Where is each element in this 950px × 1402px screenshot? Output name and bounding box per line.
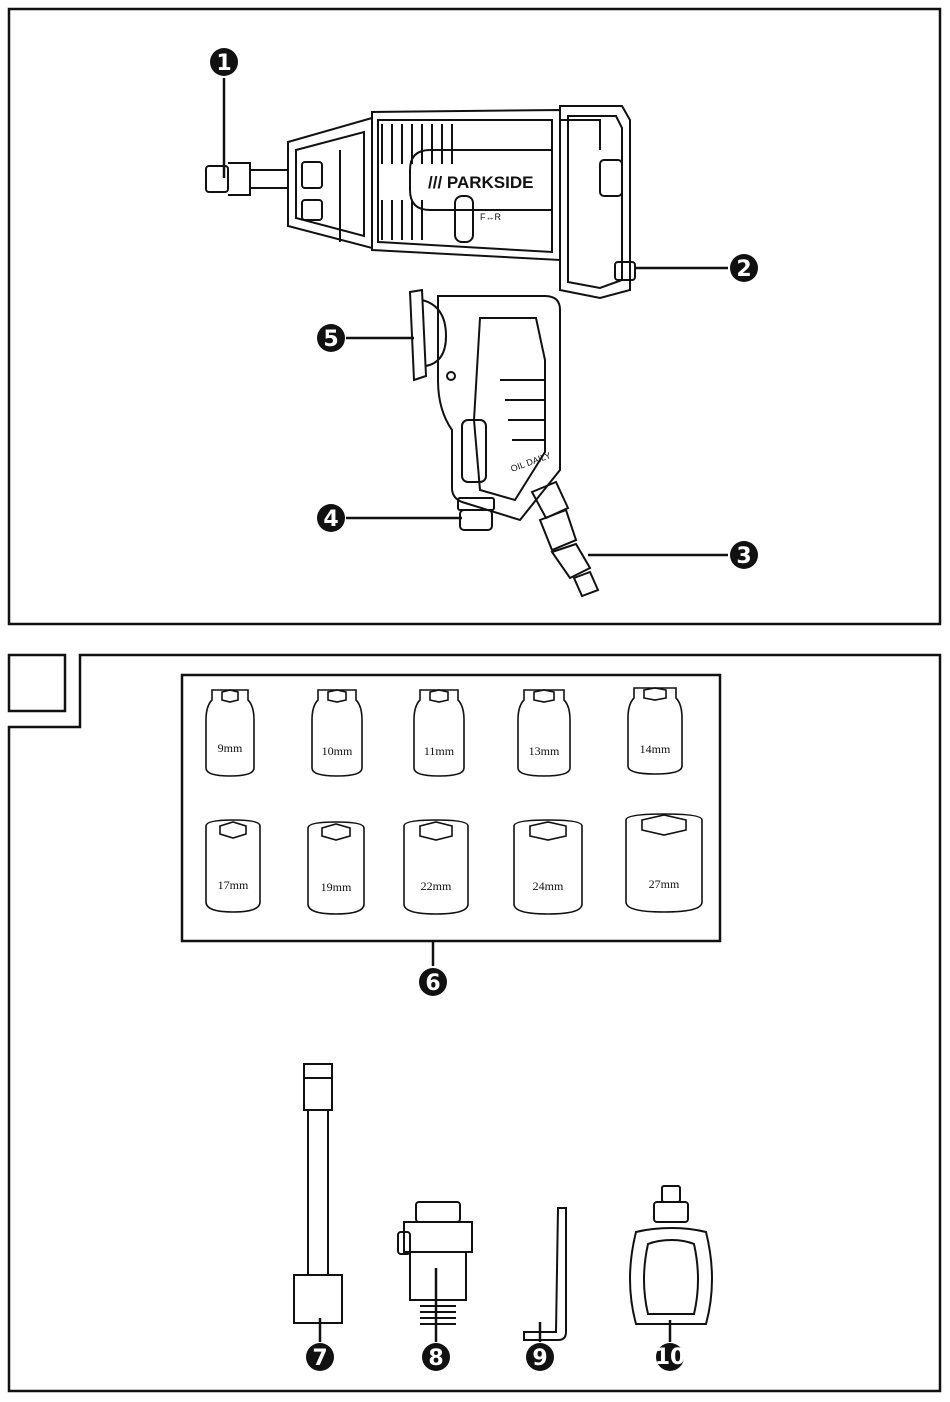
- socket-icon: [308, 822, 364, 914]
- svg-text:5: 5: [323, 327, 338, 352]
- svg-text:4: 4: [323, 507, 338, 532]
- socket-icon: [206, 820, 260, 912]
- socket-label-10: 10mm: [322, 744, 353, 758]
- socket-icon: [206, 690, 254, 776]
- svg-text:1: 1: [216, 51, 231, 76]
- socket-icon: [518, 690, 570, 776]
- socket-icon: [514, 820, 582, 914]
- socket-labels-row2: 17mm 19mm 22mm 24mm 27mm: [218, 877, 680, 894]
- socket-labels-row1: 9mm 10mm 11mm 13mm 14mm: [218, 741, 671, 758]
- leader-lines-bottom: [320, 941, 670, 1342]
- hex-key-icon: [524, 1208, 566, 1340]
- callout-8: 8: [422, 1343, 450, 1371]
- callout-7: 7: [306, 1343, 334, 1371]
- extension-bar-icon: [294, 1064, 342, 1323]
- callout-5: 5: [317, 324, 345, 352]
- socket-box: [182, 675, 720, 941]
- svg-text:8: 8: [428, 1346, 443, 1371]
- socket-icon: [628, 688, 682, 774]
- panel-top: [9, 9, 940, 624]
- svg-text:6: 6: [425, 971, 440, 996]
- direction-label: F↔R: [480, 212, 501, 222]
- callout-6: 6: [419, 968, 447, 996]
- impact-wrench-icon: [206, 106, 635, 596]
- socket-label-22: 22mm: [421, 879, 452, 893]
- oil-label: OIL DAILY: [509, 450, 552, 474]
- svg-text:9: 9: [532, 1346, 547, 1371]
- callout-9: 9: [526, 1343, 554, 1371]
- universal-joint-icon: [630, 1186, 712, 1324]
- socket-label-11: 11mm: [424, 744, 455, 758]
- callout-2: 2: [730, 254, 758, 282]
- socket-label-27: 27mm: [649, 877, 680, 891]
- callout-1: 1: [210, 48, 238, 76]
- svg-text:7: 7: [312, 1346, 327, 1371]
- socket-label-13: 13mm: [529, 744, 560, 758]
- socket-icon: [414, 690, 464, 776]
- svg-text:2: 2: [736, 257, 751, 282]
- socket-label-14: 14mm: [640, 742, 671, 756]
- svg-text:3: 3: [736, 544, 751, 569]
- svg-text:10: 10: [655, 1345, 686, 1370]
- panel-bottom: [9, 655, 940, 1391]
- socket-icon: [312, 690, 362, 776]
- brand-label: /// PARKSIDE: [428, 173, 533, 192]
- socket-icon: [626, 814, 702, 912]
- callout-10: 10: [655, 1343, 686, 1371]
- callout-4: 4: [317, 504, 345, 532]
- socket-label-17: 17mm: [218, 878, 249, 892]
- socket-label-24: 24mm: [533, 879, 564, 893]
- socket-icon: [404, 820, 468, 914]
- socket-label-9: 9mm: [218, 741, 243, 755]
- socket-label-19: 19mm: [321, 880, 352, 894]
- callout-3: 3: [730, 541, 758, 569]
